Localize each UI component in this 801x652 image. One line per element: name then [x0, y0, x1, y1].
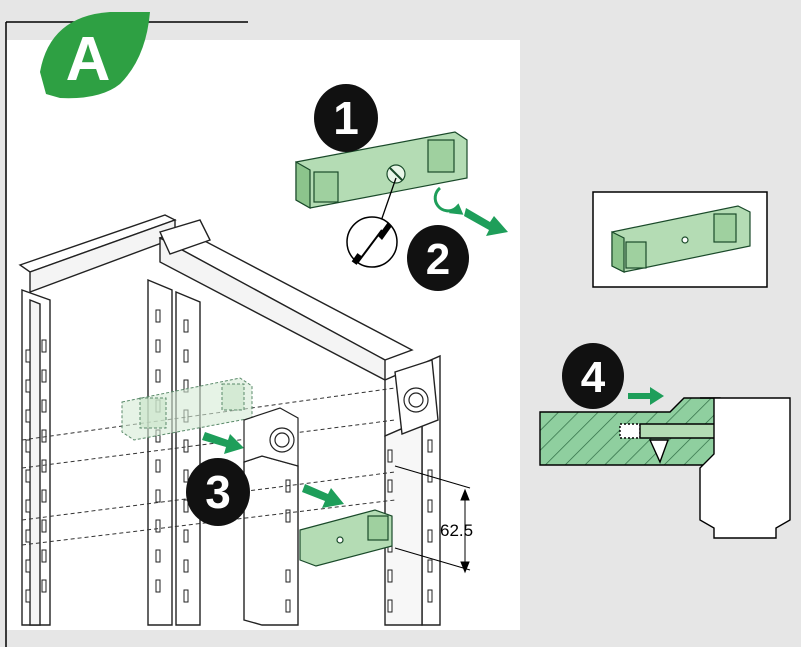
section-badge-label: A [66, 25, 111, 94]
step-badge-4: 4 [562, 343, 624, 409]
screwdriver-icon [351, 222, 392, 265]
spacer-part-top [295, 131, 468, 210]
spacer-part-installed [299, 509, 393, 567]
dimension-label: 62.5 [440, 521, 473, 540]
step-badge-3-label: 3 [205, 466, 231, 518]
arrow-step-3a [202, 432, 244, 454]
upright-slots [25, 309, 433, 613]
dimension-marker [394, 465, 471, 574]
step-badge-4-label: 4 [581, 353, 606, 402]
reference-part-frame [592, 191, 768, 288]
step-badge-2-label: 2 [426, 235, 450, 284]
arrow-step-3b [302, 484, 344, 508]
step-badge-2: 2 [407, 225, 469, 291]
direction-arrows [202, 208, 664, 508]
screwdriver-callout [346, 177, 398, 268]
rotate-icon [433, 186, 464, 215]
step-badge-3: 3 [186, 458, 250, 526]
rack-frame [18, 214, 441, 626]
step-badge-1: 1 [314, 84, 378, 152]
step-badge-1-label: 1 [333, 92, 359, 144]
arrow-step-4 [628, 387, 664, 405]
arrow-step-2 [464, 208, 508, 236]
ghost-spacer-part [121, 377, 253, 441]
detail-cross-section [539, 397, 791, 539]
front-post-bracket [243, 387, 429, 467]
section-badge: A [40, 12, 150, 99]
